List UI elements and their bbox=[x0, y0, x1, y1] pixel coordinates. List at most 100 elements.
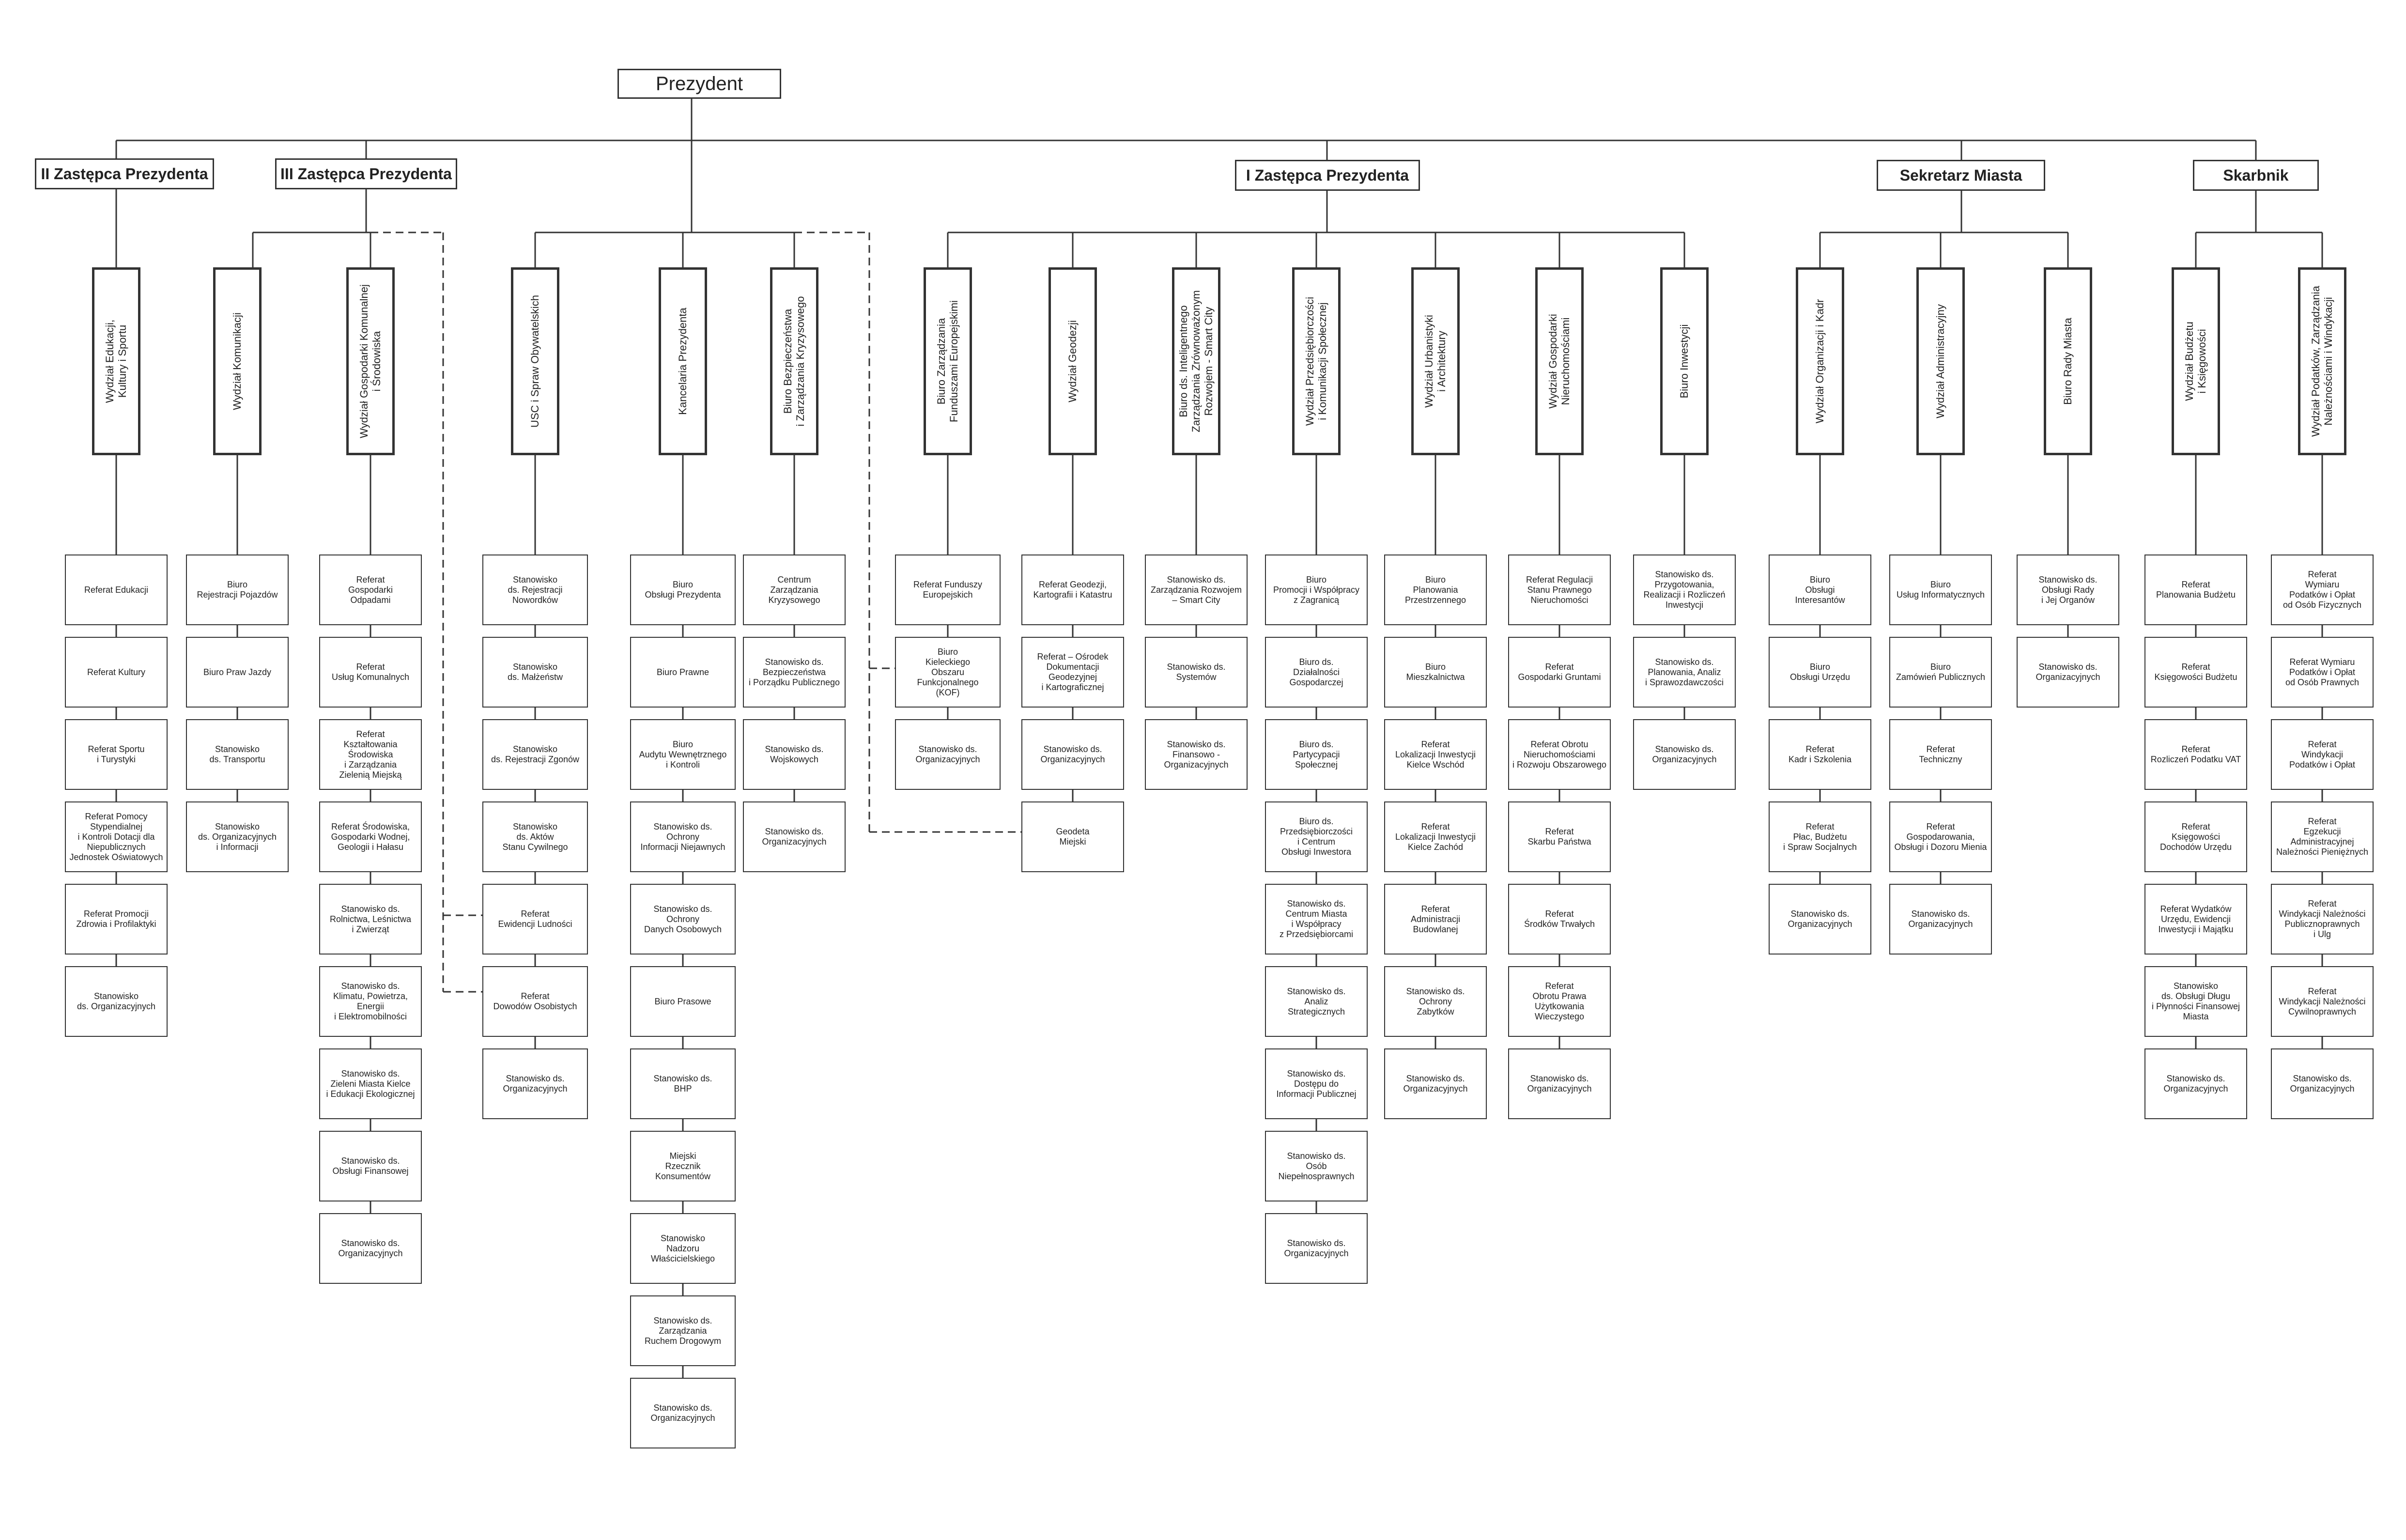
unit-box: Stanowisko ds. Rolnictwa, Leśnictwa i Zw… bbox=[319, 884, 422, 955]
unit-box: Referat Wydatków Urzędu, Ewidencji Inwes… bbox=[2144, 884, 2247, 955]
department-box: USC i Spraw Obywatelskich bbox=[511, 267, 559, 455]
unit-box: Stanowisko Nadzoru Właścicielskiego bbox=[630, 1213, 736, 1284]
unit-box: Referat Egzekucji Administracyjnej Należ… bbox=[2271, 801, 2374, 872]
unit-label: Centrum Zarządzania Kryzysowego bbox=[768, 574, 820, 605]
unit-box: Referat Administracji Budowlanej bbox=[1384, 884, 1487, 955]
unit-box: Biuro Obsługi Interesantów bbox=[1769, 554, 1871, 625]
unit-label: Biuro Obsługi Urzędu bbox=[1789, 662, 1851, 682]
unit-label: Referat Egzekucji Administracyjnej Należ… bbox=[2276, 816, 2369, 857]
unit-box: Centrum Zarządzania Kryzysowego bbox=[743, 554, 846, 625]
unit-box: Referat Pomocy Stypendialnej i Kontroli … bbox=[65, 801, 168, 872]
unit-box: Stanowisko ds. Dostępu do Informacji Pub… bbox=[1265, 1048, 1368, 1119]
unit-box: Stanowisko ds. Rejestracji Nowordków bbox=[482, 554, 588, 625]
unit-label: Stanowisko ds. Małżeństw bbox=[507, 662, 563, 682]
unit-box: Referat Wymiaru Podatków i Opłat od Osób… bbox=[2271, 637, 2374, 708]
unit-label: Biuro Promocji i Współpracy z Zagranicą bbox=[1273, 574, 1360, 605]
unit-label: Stanowisko ds. Planowania, Analiz i Spra… bbox=[1645, 657, 1724, 687]
unit-box: Referat Gospodarowania, Obsługi i Dozoru… bbox=[1889, 801, 1992, 872]
unit-box: Stanowisko ds. Systemów bbox=[1145, 637, 1248, 708]
department-box: Wydział Przedsiębiorczości i Komunikacji… bbox=[1292, 267, 1341, 455]
department-box: Biuro Inwestycji bbox=[1660, 267, 1709, 455]
unit-label: Referat Planowania Budżetu bbox=[2156, 580, 2236, 600]
unit-box: Referat Księgowości Dochodów Urzędu bbox=[2144, 801, 2247, 872]
unit-label: Referat Księgowości Dochodów Urzędu bbox=[2159, 821, 2232, 852]
unit-label: Biuro Obsługi Interesantów bbox=[1795, 574, 1845, 605]
unit-label: Stanowisko ds. Obsługi Rady i Jej Organó… bbox=[2038, 574, 2098, 605]
unit-box: Stanowisko ds. Ochrony Danych Osobowych bbox=[630, 884, 736, 955]
unit-label: Biuro ds. Przedsiębiorczości i Centrum O… bbox=[1280, 816, 1353, 857]
department-box: Wydział Gospodarki Komunalnej i Środowis… bbox=[346, 267, 395, 455]
unit-label: Referat Pomocy Stypendialnej i Kontroli … bbox=[69, 811, 163, 862]
department-label: Wydział Gospodarki Komunalnej i Środowis… bbox=[358, 284, 383, 438]
unit-box: Stanowisko ds. Bezpieczeństwa i Porządku… bbox=[743, 637, 846, 708]
unit-box: Stanowisko ds. Małżeństw bbox=[482, 637, 588, 708]
unit-label: Referat Księgowości Budżetu bbox=[2154, 662, 2237, 682]
unit-box: Biuro Usług Informatycznych bbox=[1889, 554, 1992, 625]
unit-label: Stanowisko ds. Organizacyjnych bbox=[1788, 909, 1852, 929]
unit-label: Biuro Obsługi Prezydenta bbox=[645, 580, 721, 600]
unit-label: Referat Środków Trwałych bbox=[1524, 909, 1595, 929]
department-box: Biuro ds. Inteligentnego Zarządzania Zró… bbox=[1172, 267, 1220, 455]
unit-label: Referat Gospodarki Gruntami bbox=[1518, 662, 1601, 682]
unit-label: Biuro Praw Jazdy bbox=[203, 667, 272, 677]
unit-box: Referat Usług Komunalnych bbox=[319, 637, 422, 708]
unit-box: Stanowisko ds. Obsługi Długu i Płynności… bbox=[2144, 966, 2247, 1037]
unit-label: Referat Windykacji Podatków i Opłat bbox=[2289, 739, 2356, 770]
unit-label: Referat Dowodów Osobistych bbox=[493, 991, 577, 1011]
unit-label: Stanowisko ds. Klimatu, Powietrza, Energ… bbox=[333, 981, 408, 1021]
unit-box: Stanowisko ds. Organizacyjnych bbox=[1633, 719, 1736, 790]
unit-label: Stanowisko ds. Organizacyjnych bbox=[915, 744, 980, 764]
unit-box: Stanowisko ds. Organizacyjnych bbox=[2144, 1048, 2247, 1119]
president-label: Prezydent bbox=[655, 73, 743, 94]
unit-label: Referat Płac, Budżetu i Spraw Socjalnych bbox=[1783, 821, 1857, 852]
department-label: Biuro Rady Miasta bbox=[2062, 318, 2074, 405]
unit-box: Stanowisko ds. Zarządzania Rozwojem – Sm… bbox=[1145, 554, 1248, 625]
unit-label: Stanowisko ds. Organizacyjnych bbox=[2163, 1074, 2228, 1093]
department-box: Wydział Komunikacji bbox=[213, 267, 262, 455]
unit-label: Miejski Rzecznik Konsumentów bbox=[655, 1151, 711, 1181]
unit-box: Stanowisko ds. Organizacyjnych bbox=[319, 1213, 422, 1284]
unit-label: Referat Windykacji Należności Publicznop… bbox=[2279, 899, 2366, 939]
unit-label: Referat Administracji Budowlanej bbox=[1410, 904, 1461, 934]
department-label: Wydział Urbanistyki i Architektury bbox=[1423, 315, 1448, 408]
unit-label: Biuro Prasowe bbox=[654, 996, 711, 1006]
unit-box: Stanowisko ds. Klimatu, Powietrza, Energ… bbox=[319, 966, 422, 1037]
department-label: Wydział Przedsiębiorczości i Komunikacji… bbox=[1304, 296, 1328, 426]
unit-box: Biuro ds. Działalności Gospodarczej bbox=[1265, 637, 1368, 708]
unit-label: Stanowisko ds. Zarządzania Rozwojem – Sm… bbox=[1150, 574, 1242, 605]
unit-label: Referat Skarbu Państwa bbox=[1527, 827, 1591, 847]
unit-label: Stanowisko ds. Ochrony Zabytków bbox=[1406, 986, 1465, 1016]
unit-box: Referat Płac, Budżetu i Spraw Socjalnych bbox=[1769, 801, 1871, 872]
unit-box: Stanowisko ds. Centrum Miasta i Współpra… bbox=[1265, 884, 1368, 955]
unit-box: Biuro ds. Partycypacji Społecznej bbox=[1265, 719, 1368, 790]
unit-box: Stanowisko ds. Finansowo - Organizacyjny… bbox=[1145, 719, 1248, 790]
unit-box: Referat Windykacji Podatków i Opłat bbox=[2271, 719, 2374, 790]
unit-label: Referat – Ośrodek Dokumentacji Geodezyjn… bbox=[1037, 652, 1109, 692]
unit-box: Stanowisko ds. Aktów Stanu Cywilnego bbox=[482, 801, 588, 872]
unit-box: Biuro Promocji i Współpracy z Zagranicą bbox=[1265, 554, 1368, 625]
unit-label: Referat Promocji Zdrowia i Profilaktyki bbox=[76, 909, 156, 929]
unit-label: Referat Obrotu Prawa Użytkowania Wieczys… bbox=[1532, 981, 1587, 1021]
unit-box: Biuro Mieszkalnictwa bbox=[1384, 637, 1487, 708]
unit-box: Stanowisko ds. Organizacyjnych bbox=[2271, 1048, 2374, 1119]
deputy-box-skarbnik: Skarbnik bbox=[2193, 160, 2319, 191]
unit-box: Referat Windykacji Należności Publicznop… bbox=[2271, 884, 2374, 955]
unit-box: Stanowisko ds. Ochrony Zabytków bbox=[1384, 966, 1487, 1037]
department-label: Wydział Edukacji, Kultury i Sportu bbox=[104, 319, 128, 403]
unit-box: Referat Księgowości Budżetu bbox=[2144, 637, 2247, 708]
unit-box: Stanowisko ds. Organizacyjnych bbox=[2017, 637, 2119, 708]
unit-label: Stanowisko ds. Bezpieczeństwa i Porządku… bbox=[748, 657, 840, 687]
unit-label: Stanowisko ds. Organizacyjnych bbox=[650, 1403, 715, 1423]
unit-box: Referat Skarbu Państwa bbox=[1508, 801, 1611, 872]
unit-box: Biuro Rejestracji Pojazdów bbox=[186, 554, 289, 625]
unit-box: Stanowisko ds. Organizacyjnych bbox=[482, 1048, 588, 1119]
unit-label: Referat Sportu i Turystyki bbox=[88, 744, 145, 764]
unit-label: Stanowisko ds. Systemów bbox=[1167, 662, 1226, 682]
unit-label: Stanowisko ds. Organizacyjnych bbox=[1284, 1238, 1349, 1258]
unit-label: Biuro Kieleckiego Obszaru Funkcjonalnego… bbox=[917, 647, 979, 697]
unit-label: Biuro ds. Partycypacji Społecznej bbox=[1293, 739, 1340, 770]
deputy-label: II Zastępca Prezydenta bbox=[41, 165, 208, 183]
unit-label: Referat Kultury bbox=[87, 667, 146, 677]
unit-label: Geodeta Miejski bbox=[1056, 827, 1090, 847]
unit-box: Referat Wymiaru Podatków i Opłat od Osób… bbox=[2271, 554, 2374, 625]
